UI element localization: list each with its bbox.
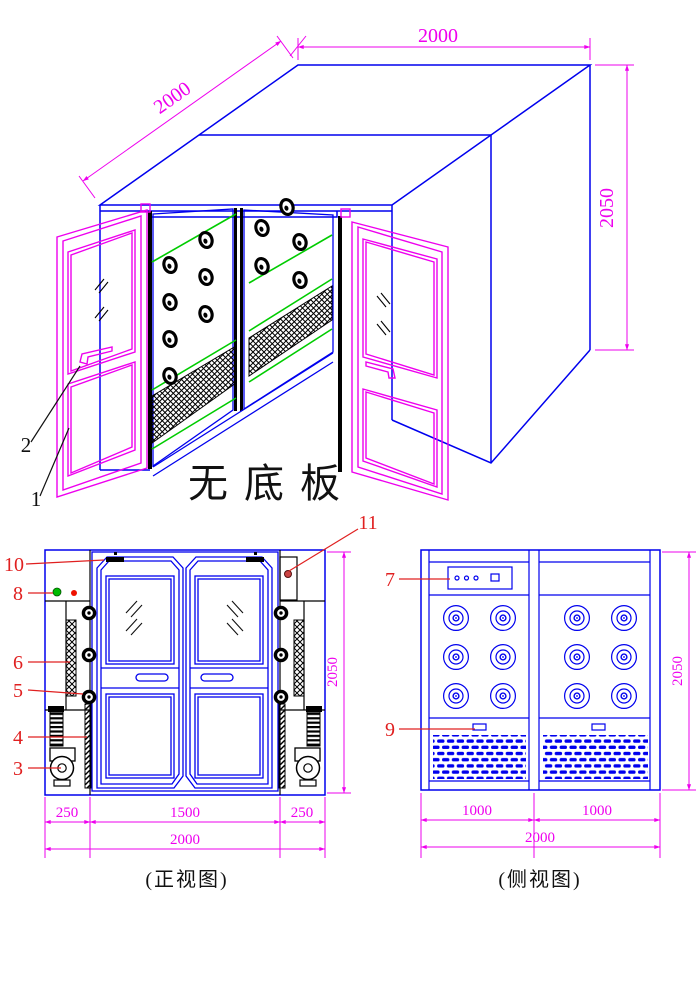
iso-right-door-glass-hatch xyxy=(376,292,391,336)
iso-left-panel-outline xyxy=(152,208,234,468)
callout-11-leader xyxy=(288,528,359,572)
side-dim-height-label: 2050 xyxy=(670,656,686,686)
front-callouts: 10 8 6 5 4 3 11 xyxy=(4,512,378,780)
side-nozzles xyxy=(442,604,638,710)
iso-right-hinge xyxy=(340,208,351,218)
front-dim-center-label: 1500 xyxy=(170,805,200,821)
front-view-caption: (正视图) xyxy=(145,868,228,891)
iso-left-door-glass-hatch xyxy=(94,278,109,322)
side-dim-total-label: 2000 xyxy=(525,830,555,846)
front-right-leveler xyxy=(306,711,321,747)
iso-right-grille xyxy=(248,285,333,377)
indicator-light-green xyxy=(52,587,62,597)
front-view: 250 1500 250 2000 2050 (正视图) 10 8 6 5 4 … xyxy=(4,512,378,891)
iso-center-post-b xyxy=(240,208,243,411)
iso-dim-top-label: 2000 xyxy=(418,25,458,47)
front-right-caster xyxy=(295,755,321,781)
iso-right-bottom-edges xyxy=(391,349,591,464)
iso-left-grille xyxy=(151,345,237,444)
front-dimensions: 250 1500 250 2000 2050 xyxy=(44,551,351,858)
iso-left-jamb xyxy=(148,211,152,469)
callout-5-leader xyxy=(27,689,84,695)
iso-ext-diag-2 xyxy=(276,35,294,59)
side-dimensions: 1000 1000 2000 2050 xyxy=(420,551,696,858)
iso-dim-depth-label: 2000 xyxy=(150,78,195,119)
iso-dim-height-label: 2050 xyxy=(596,188,618,228)
iso-oblique-tick xyxy=(289,35,307,57)
iso-callouts: 2 1 xyxy=(21,365,81,511)
front-dim-right-label: 250 xyxy=(291,805,314,821)
front-dim-left-label: 250 xyxy=(56,805,79,821)
callout-9-label: 9 xyxy=(385,719,395,741)
callout-6-label: 6 xyxy=(13,652,23,674)
front-right-door-handle xyxy=(200,673,234,682)
front-dim-height-label: 2050 xyxy=(325,657,341,687)
callout-2-leader xyxy=(30,365,81,443)
side-left-latch-slot xyxy=(472,723,487,731)
iso-dimensions: 2000 2000 2050 xyxy=(78,25,634,351)
no-bottom-plate-note: 无底板 xyxy=(188,461,356,506)
iso-center-post-a xyxy=(234,208,237,411)
iso-sill-line-2 xyxy=(152,361,334,477)
iso-right-door-handle xyxy=(365,361,396,379)
front-left-filter-strip xyxy=(65,619,77,697)
front-glass-hatch xyxy=(125,600,244,636)
callout-10-leader xyxy=(25,559,105,565)
front-door-bay xyxy=(91,551,279,792)
callout-11-label: 11 xyxy=(358,512,377,534)
side-outer-frame xyxy=(420,549,661,791)
callout-8-label: 8 xyxy=(13,583,23,605)
iso-left-hinge xyxy=(140,203,151,213)
side-dim-left-label: 1000 xyxy=(462,803,492,819)
callout-5-label: 5 xyxy=(13,680,23,702)
front-left-door-handle xyxy=(135,673,169,682)
callout-2-label: 2 xyxy=(21,433,32,457)
iso-left-door xyxy=(56,209,148,498)
iso-sill-line-1 xyxy=(152,352,334,468)
side-callouts: 7 9 xyxy=(385,569,475,741)
iso-right-door xyxy=(351,221,449,501)
side-structure xyxy=(428,550,651,790)
side-control-display xyxy=(490,573,500,582)
indicator-light-red xyxy=(71,590,77,596)
front-door-closers xyxy=(106,552,264,562)
front-left-track-strip xyxy=(84,703,92,789)
callout-10-label: 10 xyxy=(4,554,24,576)
front-left-leveler xyxy=(49,711,64,747)
iso-doors xyxy=(56,203,449,501)
callout-7-label: 7 xyxy=(385,569,395,591)
side-right-grille xyxy=(543,735,648,779)
callout-4-label: 4 xyxy=(13,727,23,749)
iso-dim-diag-line xyxy=(82,40,282,182)
front-levelers-casters xyxy=(48,706,322,787)
side-right-latch-slot xyxy=(591,723,606,731)
front-left-door xyxy=(96,556,184,789)
side-view-caption: (侧视图) xyxy=(498,868,581,891)
front-right-track-strip xyxy=(278,703,286,789)
front-right-filter-strip xyxy=(293,619,305,697)
side-dim-right-label: 1000 xyxy=(582,803,612,819)
iso-right-jamb xyxy=(338,216,342,472)
iso-ext-diag-1 xyxy=(78,175,96,199)
iso-right-panel-outline xyxy=(243,209,334,411)
front-right-door xyxy=(185,556,273,789)
callout-3-label: 3 xyxy=(13,758,23,780)
front-dim-total-label: 2000 xyxy=(170,832,200,848)
front-interlock-box xyxy=(279,556,298,601)
side-control-panel xyxy=(447,566,513,590)
front-interlock-button xyxy=(284,570,292,578)
isometric-view: 2000 2000 2050 无底板 2 1 xyxy=(21,25,634,511)
iso-interior xyxy=(148,196,342,477)
front-outer-frame xyxy=(44,549,326,796)
side-view: 1000 1000 2000 2050 (侧视图) 7 9 xyxy=(385,549,696,891)
side-left-grille xyxy=(433,735,526,779)
iso-left-door-handle xyxy=(79,346,113,365)
callout-1-label: 1 xyxy=(31,487,42,511)
callout-1-leader xyxy=(39,427,70,497)
